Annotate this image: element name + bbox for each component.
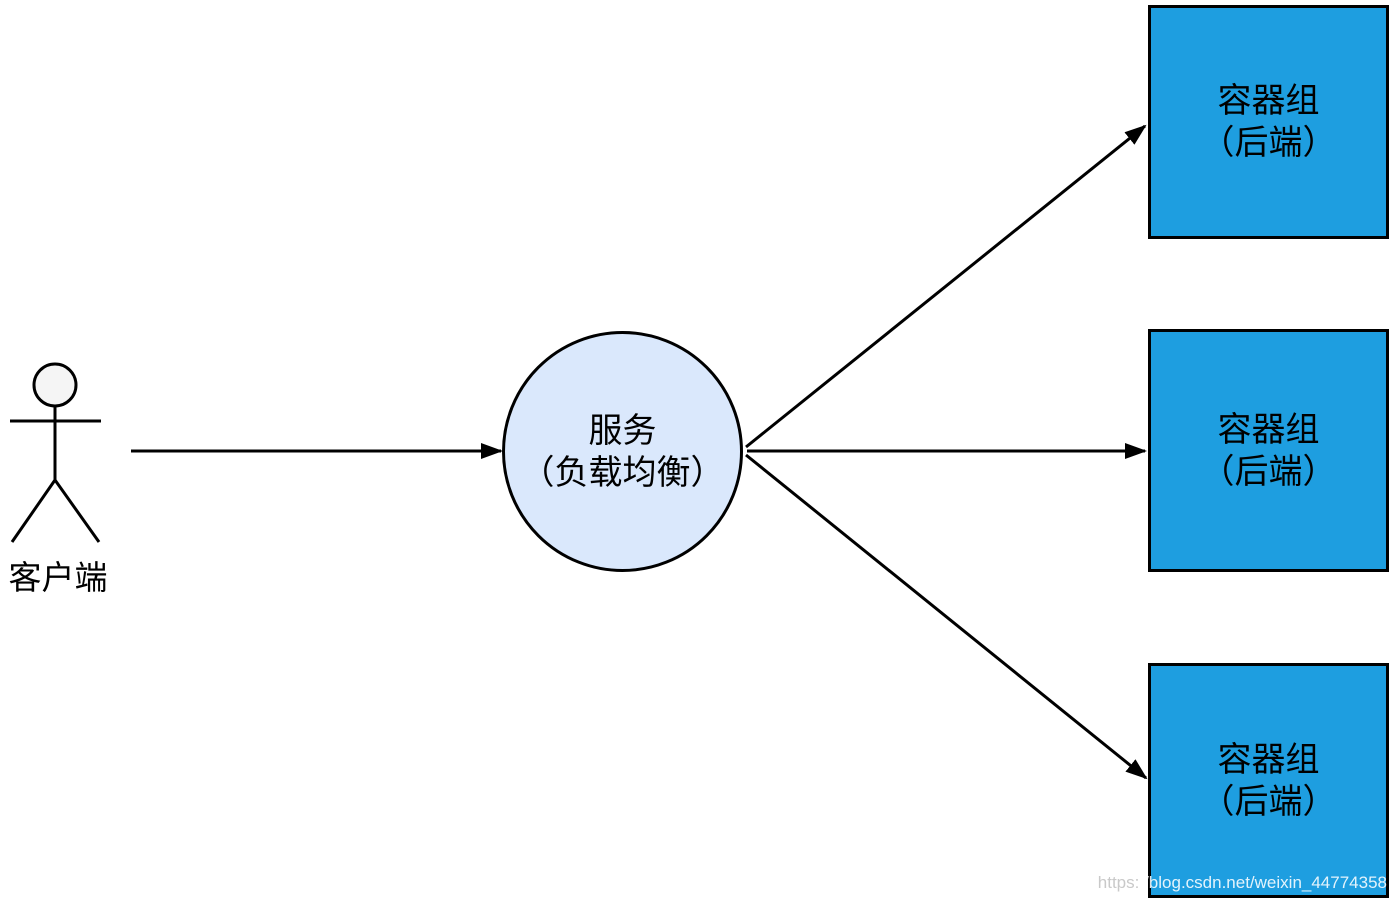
arrow-service-to-backend-top [745,124,1147,449]
backend-pod-box-middle: 容器组 （后端） [1148,329,1389,572]
service-label-line1: 服务 [588,411,657,450]
watermark-url-rest: //blog.csdn.net/weixin_44774358 [1139,873,1387,892]
backend-label-line2: （后端） [1200,452,1337,491]
backend-pod-box-top: 容器组 （后端） [1148,5,1389,239]
service-load-balancer-node: 服务 （负载均衡） [502,331,743,572]
actor-body [10,406,101,543]
backend-label-line1: 容器组 [1217,82,1320,120]
client-label: 客户端 [8,559,108,596]
actor-head [32,362,78,408]
backend-label-line1: 容器组 [1217,740,1320,779]
backend-label-line2: （后端） [1200,782,1337,821]
watermark-url: https://blog.csdn.net/weixin_44774358 [1098,873,1387,893]
client-actor-figure [10,362,101,543]
backend-pod-box-bottom: 容器组 （后端） [1148,663,1389,898]
service-label-line2: （负载均衡） [520,453,725,492]
arrow-service-to-backend-bottom [745,453,1148,780]
watermark-url-prefix: https: [1097,873,1140,892]
backend-label-line1: 容器组 [1217,410,1320,449]
backend-label-line2: （后端） [1200,124,1337,162]
